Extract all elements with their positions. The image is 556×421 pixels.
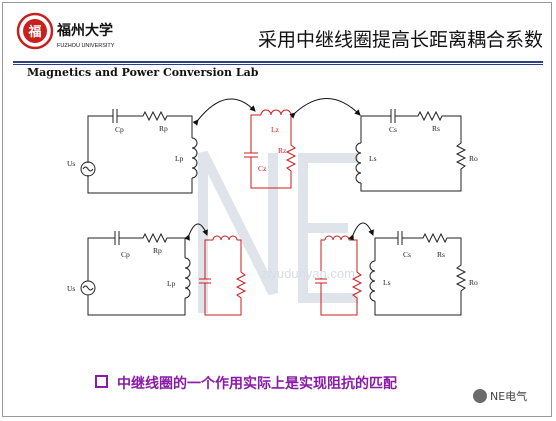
label-rs-bottom: Rs [437,250,445,259]
label-ro-top: Ro [469,154,478,163]
label-cs-bottom: Cs [403,250,411,259]
label-cp-bottom: Cp [121,250,130,259]
site-watermark: ziyudunyan.com [261,266,355,281]
label-lp-top: Lp [175,154,184,163]
svg-text:福: 福 [28,24,42,40]
label-us-top: Us [67,159,75,168]
top-relay-coil [244,109,297,189]
slide: 福 福州大学 FUZHOU UNIVERSITY 采用中继线圈提高长距离耦合系数… [2,2,552,417]
bottom-right-relay-coil [315,235,363,316]
key-point-text: 中继线圈的一个作用实际上是实现阻抗的匹配 [117,376,397,392]
coupling-arc-top-right [289,98,361,119]
university-name-cn: 福州大学 [56,22,113,39]
label-ls-top: Ls [369,154,377,163]
label-lz: Lz [271,125,280,134]
wechat-icon [473,389,487,403]
account-watermark: NE电气 [473,388,527,404]
label-rp-top: Rp [159,124,168,133]
account-name: NE电气 [490,390,528,403]
bullet-square-icon [95,375,108,388]
slide-title: 采用中继线圈提高长距离耦合系数 [257,29,543,51]
bottom-secondary-circuit [369,231,467,316]
label-cp-top: Cp [115,125,124,134]
label-cs-top: Cs [389,125,397,134]
label-cz: Cz [258,164,267,173]
university-logo: 福 福州大学 FUZHOU UNIVERSITY [16,12,115,50]
label-ls-bottom: Ls [383,278,391,287]
coupling-arc-bottom-right [348,222,374,241]
key-point-bullet: 中继线圈的一个作用实际上是实现阻抗的匹配 [95,373,397,393]
circuit-diagram: Cp Rp Lp Us Lz Cz Rz Cs Rs Ls Ro [67,98,478,316]
title-rule-thin [13,64,543,65]
label-rp-bottom: Rp [153,246,162,255]
label-rz: Rz [278,146,287,155]
top-primary-circuit [80,109,198,194]
label-us-bottom: Us [67,284,75,293]
label-ro-bottom: Ro [469,278,478,287]
label-lp-bottom: Lp [167,279,176,288]
lab-name: Magnetics and Power Conversion Lab [27,66,259,79]
coupling-arc-bottom-left [184,223,208,241]
bottom-left-relay-coil [199,235,247,316]
label-rs-top: Rs [432,124,440,133]
coupling-arc-top-left [192,98,256,126]
university-name-en: FUZHOU UNIVERSITY [57,43,115,49]
title-rule [13,61,543,63]
top-secondary-circuit [355,109,467,192]
bottom-primary-circuit [80,231,191,316]
